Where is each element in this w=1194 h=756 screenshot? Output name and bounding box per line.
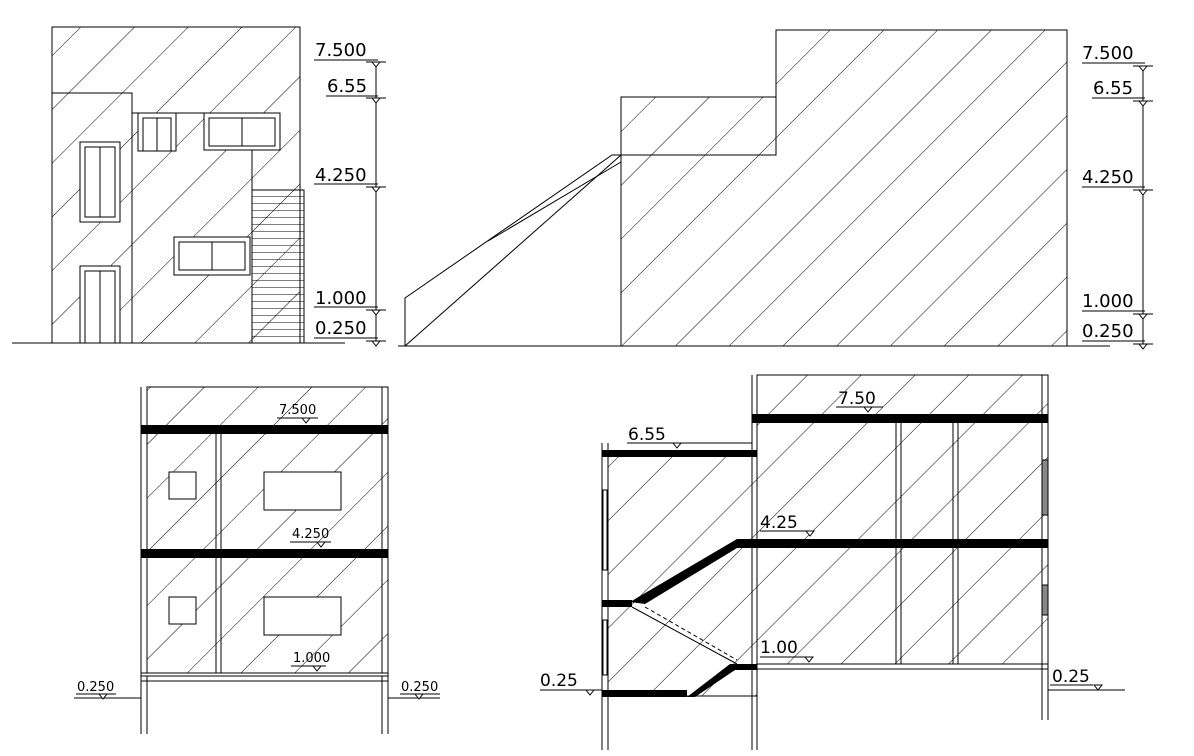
ground-level-label: 0.250 bbox=[77, 680, 114, 695]
slab bbox=[141, 425, 388, 434]
stair-flight bbox=[687, 664, 757, 697]
level-label: 4.25 bbox=[760, 513, 798, 533]
level-label: 1.000 bbox=[293, 651, 330, 666]
opening bbox=[263, 471, 342, 511]
window-middle-wide bbox=[173, 236, 251, 276]
level-label: 4.250 bbox=[1082, 167, 1134, 188]
building-mass bbox=[756, 374, 1049, 665]
opening bbox=[263, 596, 342, 636]
opening bbox=[168, 471, 197, 500]
stair-flight bbox=[630, 539, 737, 604]
stair bbox=[251, 189, 305, 344]
level-label: 4.250 bbox=[292, 527, 329, 542]
window-upper-wide bbox=[203, 112, 281, 151]
slab bbox=[602, 600, 632, 607]
level-markers bbox=[314, 59, 386, 347]
opening bbox=[168, 596, 197, 625]
slab bbox=[602, 690, 687, 697]
level-label: 7.500 bbox=[315, 40, 367, 61]
door-left bbox=[79, 265, 121, 344]
building-mass bbox=[620, 29, 1068, 347]
level-label: 1.00 bbox=[760, 638, 798, 658]
level-label: 0.250 bbox=[1082, 321, 1134, 342]
slab bbox=[602, 450, 757, 457]
level-label: 4.250 bbox=[315, 165, 367, 186]
level-label: 6.55 bbox=[1093, 78, 1133, 99]
level-label: 0.250 bbox=[315, 318, 367, 339]
section-b: 7.50 6.55 4.25 1.00 0.25 0.25 bbox=[540, 374, 1125, 750]
level-label: 7.500 bbox=[1082, 43, 1134, 64]
level-label: 1.000 bbox=[315, 288, 367, 309]
level-label: 6.55 bbox=[628, 425, 666, 445]
level-label: 7.50 bbox=[838, 389, 876, 409]
slab bbox=[141, 549, 388, 558]
section-a: 7.500 4.250 1.000 0.250 0.250 bbox=[74, 386, 440, 734]
window-upper-small bbox=[137, 112, 177, 152]
slab bbox=[737, 539, 1048, 548]
ground-level-label: 0.250 bbox=[401, 680, 438, 695]
level-label: 1.000 bbox=[1082, 291, 1134, 312]
window-left-upper bbox=[79, 141, 121, 223]
ground-level-label: 0.25 bbox=[1052, 667, 1090, 687]
level-markers bbox=[1082, 62, 1153, 350]
level-label: 6.55 bbox=[327, 76, 367, 97]
level-label: 7.500 bbox=[279, 403, 316, 418]
ground-level-label: 0.25 bbox=[540, 671, 578, 691]
slab bbox=[752, 414, 1048, 423]
front-elevation: 7.500 6.55 4.250 1.000 0.250 bbox=[12, 26, 386, 347]
side-elevation: 7.500 6.55 4.250 1.000 0.250 bbox=[398, 29, 1153, 350]
